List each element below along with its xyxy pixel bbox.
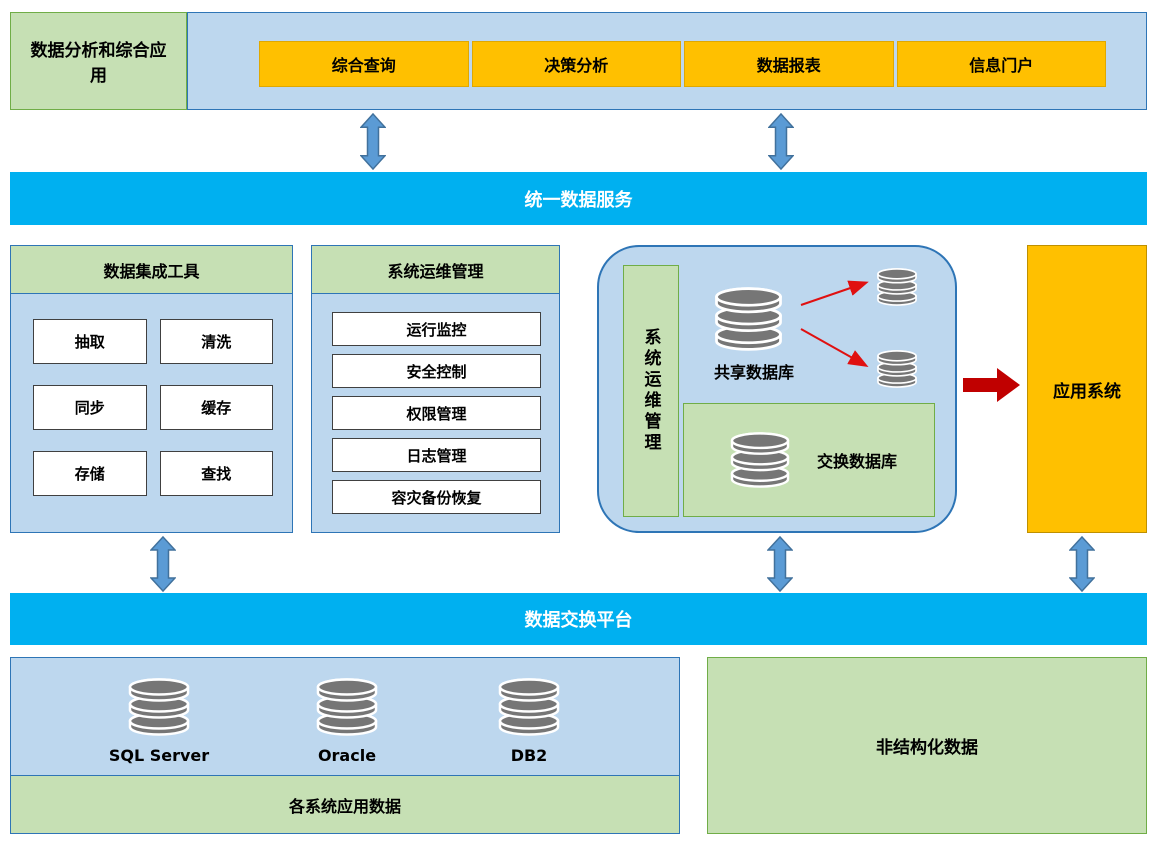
- integration-item: 查找: [159, 451, 273, 496]
- shared-database-icon: [701, 287, 796, 351]
- source-db-label: DB2: [510, 746, 548, 765]
- sources-footer: 各系统应用数据: [11, 775, 679, 833]
- integration-tools-panel: 数据集成工具 抽取 清洗 同步 缓存 存储 查找: [10, 245, 293, 533]
- integration-item: 抽取: [33, 319, 147, 364]
- ops-management-panel: 系统运维管理 运行监控 安全控制 权限管理 日志管理 容灾备份恢复: [311, 245, 560, 533]
- unified-data-service-label: 统一数据服务: [524, 189, 633, 211]
- app-box-portal: 信息门户: [896, 41, 1106, 87]
- unstructured-data-label: 非结构化数据: [876, 738, 978, 758]
- application-system-label: 应用系统: [1053, 381, 1121, 402]
- source-db-label: SQL Server: [108, 746, 210, 765]
- double-arrow-icon: [150, 536, 176, 592]
- top-left-label: 数据分析和综合应用: [30, 41, 167, 86]
- ops-management-header: 系统运维管理: [312, 246, 559, 294]
- shared-database-label: 共享数据库: [713, 363, 794, 382]
- app-box-query: 综合查询: [259, 41, 469, 87]
- ops-management-title: 系统运维管理: [387, 261, 484, 281]
- integration-item: 存储: [33, 451, 147, 496]
- source-db-oracle: Oracle: [287, 678, 407, 765]
- app-box-report: 数据报表: [684, 41, 894, 87]
- data-resource-panel: 系统运维管理 共享数据库 交换数据库: [597, 245, 957, 533]
- double-arrow-icon: [767, 536, 793, 592]
- integration-item: 同步: [33, 385, 147, 430]
- replica-database-icon: [876, 343, 918, 395]
- double-arrow-icon: [1069, 536, 1095, 592]
- database-icon: [301, 678, 393, 736]
- database-icon: [113, 678, 205, 736]
- vertical-ops-label: 系统运维管理: [623, 265, 679, 517]
- application-layer-container: 综合查询 决策分析 数据报表 信息门户: [187, 12, 1147, 110]
- source-db-label: Oracle: [317, 746, 377, 765]
- unified-data-service-bar: 统一数据服务: [10, 172, 1147, 225]
- ops-item: 运行监控: [332, 312, 541, 346]
- double-arrow-icon: [768, 113, 794, 170]
- source-db-sqlserver: SQL Server: [99, 678, 219, 765]
- exchange-database-label: 交换数据库: [816, 452, 897, 471]
- replica-database-icon: [876, 261, 918, 313]
- ops-item: 日志管理: [332, 438, 541, 472]
- apps-row: 综合查询 决策分析 数据报表 信息门户: [259, 41, 1106, 87]
- integration-item: 缓存: [159, 385, 273, 430]
- ops-item: 容灾备份恢复: [332, 480, 541, 514]
- top-left-label-box: 数据分析和综合应用: [10, 12, 187, 110]
- integration-tools-title: 数据集成工具: [103, 261, 200, 281]
- ops-items: 运行监控 安全控制 权限管理 日志管理 容灾备份恢复: [332, 312, 541, 514]
- data-exchange-platform-label: 数据交换平台: [524, 610, 633, 631]
- source-db-db2: DB2: [469, 678, 589, 765]
- integration-items: 抽取 清洗 同步 缓存 存储 查找: [33, 319, 273, 496]
- app-box-decision: 决策分析: [471, 41, 681, 87]
- database-icon: [483, 678, 575, 736]
- double-arrow-icon: [360, 113, 386, 170]
- integration-item: 清洗: [159, 319, 273, 364]
- unstructured-data-box: 非结构化数据: [707, 657, 1147, 834]
- exchange-database-box: 交换数据库: [683, 403, 935, 517]
- application-system-box: 应用系统: [1027, 245, 1147, 533]
- exchange-database-icon: [721, 432, 799, 488]
- flow-arrow-icon: [962, 367, 1022, 403]
- ops-item: 安全控制: [332, 354, 541, 388]
- data-exchange-platform-bar: 数据交换平台: [10, 593, 1147, 645]
- integration-tools-header: 数据集成工具: [11, 246, 292, 294]
- source-databases-panel: SQL Server Oracle DB2 各系统应用数据: [10, 657, 680, 834]
- ops-item: 权限管理: [332, 396, 541, 430]
